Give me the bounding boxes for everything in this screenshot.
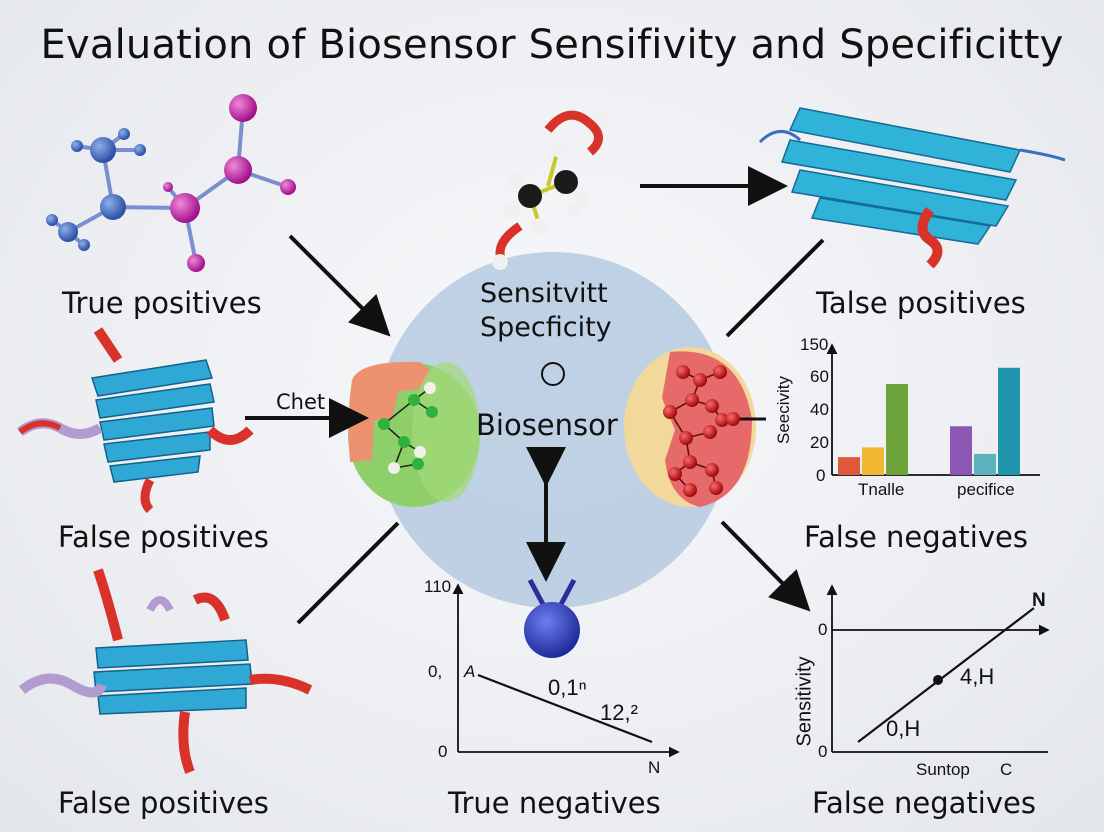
right-chart-xend: C	[1000, 760, 1013, 779]
line-top-right	[725, 238, 825, 338]
right-chart-ytop: 0	[818, 620, 828, 639]
right-chart-yzero: 0	[818, 742, 828, 761]
line-chart-right	[826, 584, 1050, 753]
molecule-true-positives	[46, 94, 296, 272]
right-chart-point-lower: 0,H	[886, 716, 921, 741]
label-false-negatives-mid: False negatives	[804, 520, 1028, 554]
bar-1-2	[998, 367, 1020, 475]
bar-1-1	[974, 453, 996, 475]
label-true-negatives: True negatives	[448, 786, 661, 820]
bar-chart	[826, 343, 1040, 476]
center-chart-ymid: 0,	[428, 662, 443, 681]
bar-ytick-0: 0	[816, 466, 826, 485]
bar-ytick-150: 150	[800, 335, 829, 354]
page-title: Evaluation of Biosensor Sensifivity and …	[40, 22, 1064, 68]
protein-mid-left	[17, 327, 254, 514]
right-series-point	[933, 675, 943, 685]
green-sensor-disc	[348, 361, 480, 507]
right-chart-point-upper: 4,H	[960, 664, 995, 689]
protein-bottom-left	[18, 568, 313, 774]
bar-1-0	[950, 426, 972, 475]
label-false-negatives-bottom: False negatives	[812, 786, 1036, 820]
center-chart-yzero: 0	[438, 742, 448, 761]
chet-label: Chet	[276, 390, 326, 414]
arrow-bottom-right	[720, 520, 811, 612]
right-chart-xlabel: Suntop	[916, 760, 970, 779]
center-chart-ytop: 110	[424, 577, 452, 596]
line-chart-center	[452, 583, 680, 758]
label-talse-positives: Talse positives	[816, 286, 1026, 320]
center-chart-start-label: A	[464, 662, 476, 681]
bar-ytick-40: 40	[810, 400, 829, 419]
label-false-positives-bottom: False positives	[58, 786, 269, 820]
bar-ylabel: Seecivity	[774, 375, 794, 445]
right-series-line	[857, 607, 1035, 743]
center-ring-icon	[541, 362, 565, 386]
center-chart-mid-label: 0,1ⁿ	[548, 675, 587, 700]
protein-top-right	[758, 107, 1066, 269]
bar-ytick-20: 20	[810, 433, 829, 452]
center-specificity-label: Specficity	[480, 312, 612, 343]
bar-category-1: Tnalle	[858, 480, 905, 499]
label-true-positives: True positives	[62, 286, 262, 320]
bar-category-2: pecifice	[957, 480, 1015, 499]
center-series-line	[477, 673, 653, 744]
right-chart-ylabel: Sensitivity	[793, 656, 816, 747]
center-chart-xend: N	[648, 758, 661, 777]
bar-0-0	[838, 457, 860, 475]
arrow-true-positives	[288, 234, 391, 337]
center-chart-end-label: 12,²	[600, 700, 638, 725]
biosensor-field-circle	[375, 252, 731, 608]
bar-0-1	[862, 447, 884, 475]
biosensor-label: Biosensor	[476, 408, 618, 442]
molecule-top-center	[492, 110, 612, 270]
receptor-icon	[524, 578, 580, 658]
label-false-positives-mid: False positives	[58, 520, 269, 554]
line-bottom-left	[296, 521, 400, 625]
center-sensitivity-label: Sensitvitt	[480, 278, 608, 309]
red-sensor-disc	[624, 347, 766, 507]
bar-0-2	[886, 384, 908, 475]
bar-ytick-60: 60	[810, 367, 829, 386]
right-chart-end-label: N	[1032, 590, 1046, 611]
